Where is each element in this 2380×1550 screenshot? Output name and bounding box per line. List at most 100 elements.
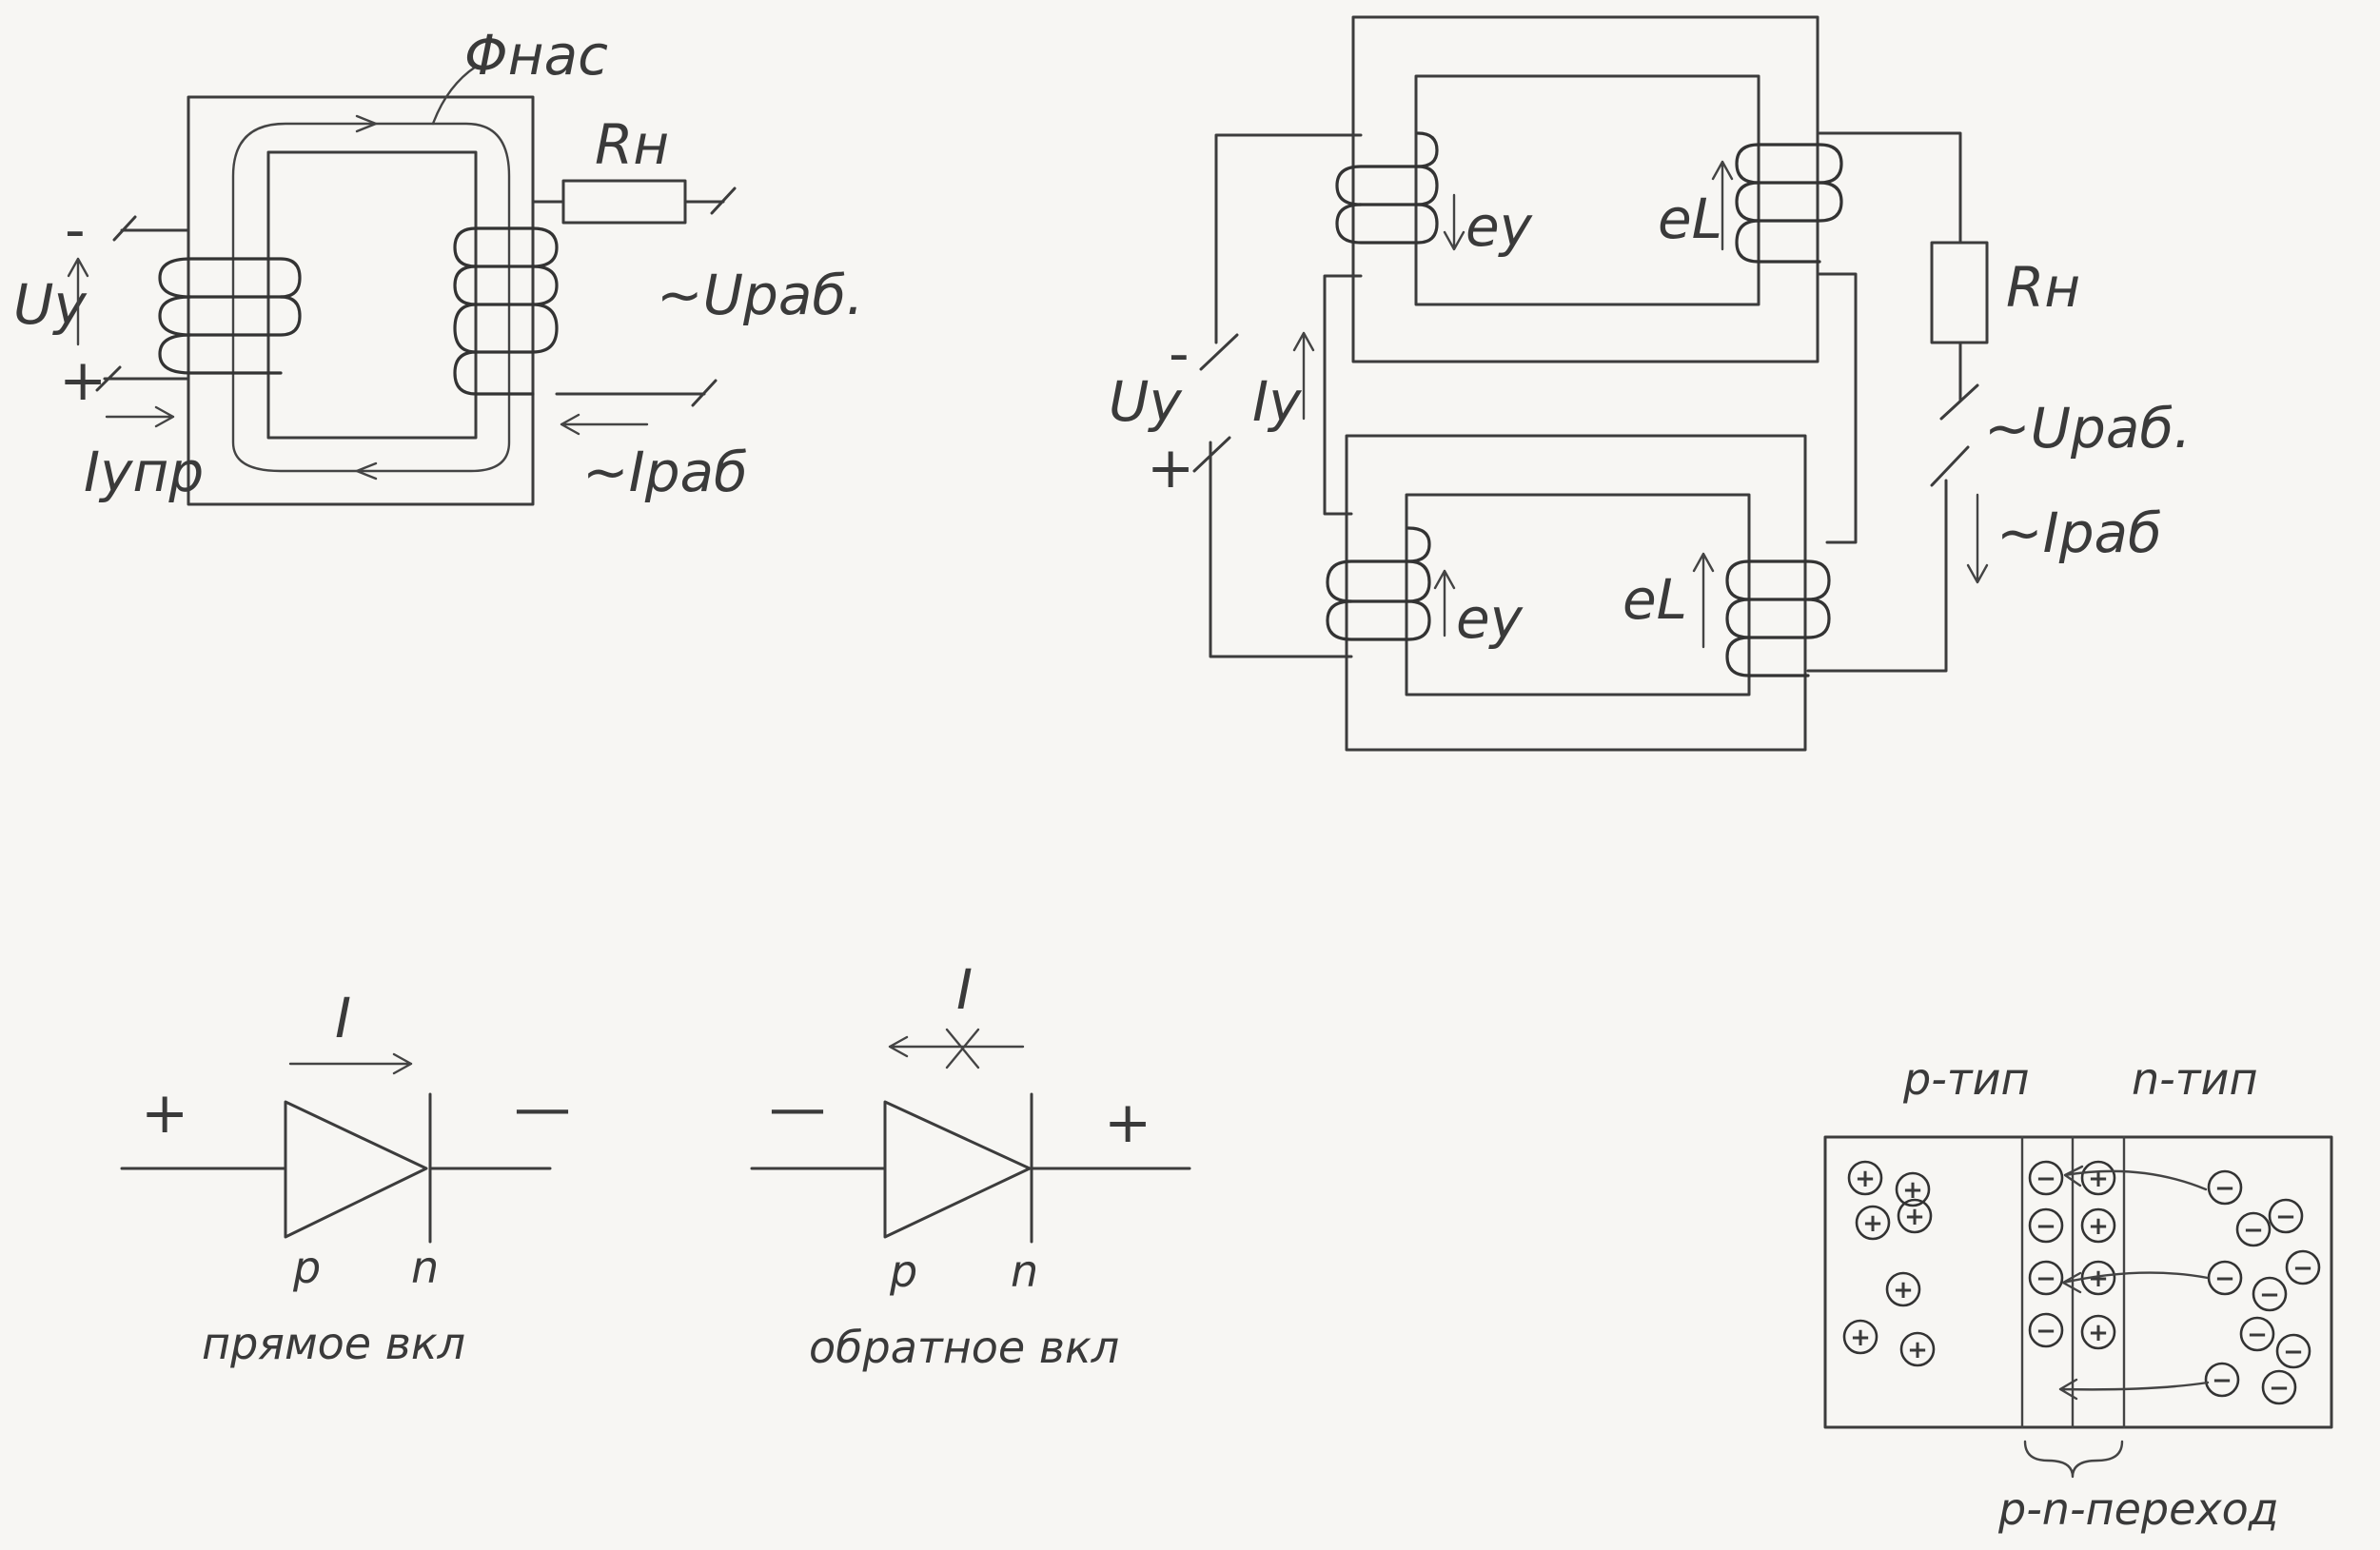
control-voltage-label: Uу: [1109, 369, 1182, 434]
current-blocked-cross: [945, 1028, 980, 1069]
hole-sign-10: +: [2088, 1212, 2109, 1241]
n-type-label: n-тип: [2132, 1053, 2258, 1105]
p-label: p: [889, 1246, 917, 1297]
upper-load-winding: [1735, 143, 1843, 264]
hole-sign-2: +: [1862, 1209, 1883, 1238]
diode-forward: I + — p n прямое вкл: [120, 986, 571, 1369]
control-current-arrow: [1292, 331, 1315, 421]
electron-sign-24: −: [2269, 1374, 2290, 1403]
crystal-body: [1823, 1135, 2333, 1429]
load-resistor-label: Rн: [2006, 255, 2080, 320]
n-label: n: [1011, 1246, 1038, 1297]
electron-sign-21: −: [2247, 1321, 2268, 1349]
electron-sign-23: −: [2212, 1366, 2232, 1395]
electron-carrier-11: [2028, 1260, 2064, 1296]
hole-sign-5: +: [1850, 1324, 1871, 1352]
lower-core-inner: [1405, 493, 1751, 697]
electron-carrier-16: [2235, 1211, 2272, 1247]
flux-path: [231, 122, 511, 473]
work-terminal-top: [710, 186, 737, 215]
work-voltage-label: ~Uраб.: [657, 263, 864, 327]
hole-sign-8: +: [2088, 1165, 2109, 1193]
control-terminal-minus: [1199, 333, 1239, 371]
diode-reverse: I — + p n обратное вкл: [750, 957, 1191, 1373]
electron-carrier-23: [2204, 1362, 2240, 1398]
hole-sign-3: +: [1904, 1203, 1925, 1231]
work-voltage-label: ~Uраб.: [1984, 396, 2192, 461]
lower-control-emf-arrow: [1433, 569, 1456, 638]
pn-junction: p-тип n-тип p-n-переход +++++++−+−+−+−+−…: [1823, 1053, 2333, 1535]
upper-control-winding: [1335, 131, 1439, 245]
upper-core-inner: [1414, 74, 1760, 306]
work-current-label: ~Iраб: [582, 440, 748, 504]
minus-sign: —: [514, 1075, 571, 1142]
core-outer: [187, 95, 535, 506]
core-inner: [266, 150, 478, 440]
single-core-amplifier: Φнас - + Uу Iупр Rн ~Uраб: [13, 23, 864, 506]
hole-carrier-5: [1842, 1319, 1878, 1355]
n-label: n: [411, 1242, 439, 1293]
hole-carrier-6: [1899, 1331, 1936, 1367]
control-minus-sign: -: [65, 197, 86, 264]
hole-sign-1: +: [1902, 1176, 1923, 1205]
diode-triangle: [284, 1100, 428, 1239]
lower-core-outer: [1345, 434, 1807, 752]
hole-carrier-2: [1855, 1205, 1891, 1241]
hole-carrier-0: [1847, 1160, 1883, 1196]
work-current-arrow: [1966, 493, 1989, 584]
electron-sign-15: −: [2214, 1174, 2235, 1203]
hole-carrier-1: [1895, 1171, 1931, 1207]
control-terminal-plus: [1192, 436, 1231, 473]
electron-sign-19: −: [2259, 1281, 2280, 1309]
lower-load-emf-arrow: [1692, 552, 1715, 649]
hole-carrier-14: [2080, 1314, 2116, 1350]
control-current-label: Iупр: [84, 440, 204, 504]
upper-load-emf-label: eL: [1658, 186, 1722, 251]
diffusion-arrow-1: [2063, 1165, 2208, 1191]
junction-brace: [2023, 1440, 2124, 1479]
hole-carrier-4: [1885, 1271, 1921, 1307]
control-wire-series: [1323, 274, 1363, 516]
electron-carrier-20: [2285, 1249, 2321, 1285]
p-label: p: [292, 1242, 321, 1293]
hole-carrier-3: [1897, 1198, 1933, 1234]
hole-sign-12: +: [2088, 1265, 2109, 1293]
lower-load-winding: [1725, 559, 1831, 677]
current-arrow: [888, 1035, 1025, 1058]
hole-sign-4: +: [1893, 1276, 1914, 1305]
load-resistor: [1930, 241, 1989, 344]
upper-core-outer: [1351, 15, 1819, 363]
plus-sign: +: [1104, 1089, 1151, 1156]
control-plus-sign: +: [59, 347, 107, 414]
flux-leader: [431, 65, 478, 126]
electron-carrier-17: [2268, 1198, 2304, 1234]
electron-carrier-24: [2261, 1369, 2297, 1405]
diffusion-arrow-3: [2058, 1378, 2210, 1401]
control-voltage-arrow: [67, 257, 89, 346]
work-current-arrow: [560, 413, 649, 436]
control-wire-top: [1214, 133, 1363, 344]
minus-sign: —: [769, 1075, 826, 1142]
dual-core-amplifier: eу eL eу eL - + Uу Iу Rн: [1109, 15, 2192, 752]
electron-sign-18: −: [2214, 1265, 2235, 1293]
control-current-arrow: [105, 405, 175, 428]
upper-control-emf-arrow: [1443, 193, 1465, 251]
electron-sign-16: −: [2243, 1216, 2264, 1245]
electron-carrier-21: [2239, 1316, 2275, 1352]
electron-sign-7: −: [2036, 1165, 2056, 1193]
diffusion-arrow-2: [2061, 1271, 2210, 1294]
load-resistor-label: Rн: [595, 112, 669, 177]
lower-control-winding: [1326, 526, 1431, 641]
electron-carrier-9: [2028, 1207, 2064, 1244]
work-terminal-bottom: [1930, 445, 1970, 487]
control-winding: [158, 257, 302, 375]
hole-sign-6: +: [1907, 1336, 1928, 1364]
work-terminal-bottom: [691, 379, 718, 407]
electron-carrier-19: [2252, 1276, 2288, 1312]
electron-carrier-13: [2028, 1312, 2064, 1348]
electron-sign-17: −: [2275, 1203, 2296, 1231]
hole-carrier-10: [2080, 1207, 2116, 1244]
junction-label: p-n-переход: [1997, 1483, 2279, 1535]
